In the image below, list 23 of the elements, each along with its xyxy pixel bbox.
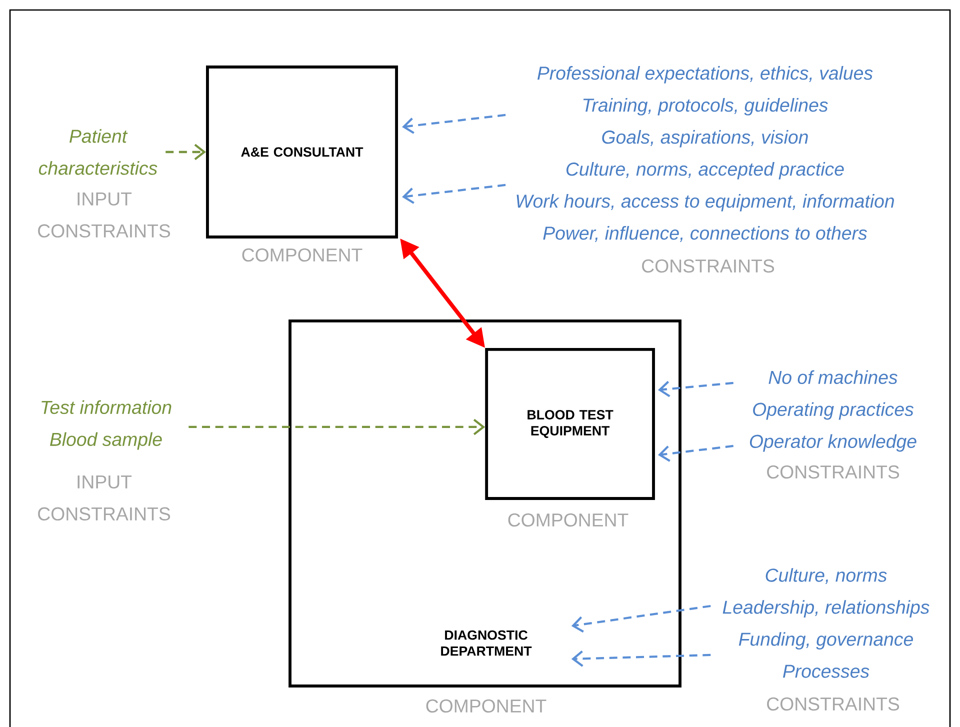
arrow	[658, 380, 734, 398]
arrow	[571, 650, 711, 667]
category-label: CONSTRAINTS	[642, 259, 774, 273]
arrow	[658, 444, 734, 462]
category-label: COMPONENT	[508, 513, 628, 527]
arrow	[571, 604, 711, 633]
arrow	[402, 184, 506, 204]
category-label: COMPONENT	[426, 699, 546, 713]
constraints-text: Professional expectations, ethics, values Training, protocols, guidelines Goals, aspirations, vision Culture, norms, accepted practice Work hours, access to equipment, information Power, influence, connections to others	[516, 66, 894, 242]
arrow	[402, 114, 506, 134]
arrow	[188, 418, 486, 436]
category-label: COMPONENT	[242, 248, 362, 262]
input-text: Patient characteristics	[38, 129, 158, 175]
component-box: BLOOD TEST EQUIPMENT	[485, 348, 655, 500]
arrow	[166, 144, 206, 160]
category-label: CONSTRAINTS	[767, 697, 900, 711]
component-box: A&E CONSULTANT	[206, 66, 398, 238]
category-label: INPUT CONSTRAINTS	[38, 192, 170, 238]
input-text: Test information Blood sample	[42, 400, 172, 450]
category-label: INPUT CONSTRAINTS	[38, 475, 170, 520]
constraints-text: Culture, norms Leadership, relationships Funding, governance Processes	[722, 568, 930, 678]
constraints-text: No of machines Operating practices Operator knowledge	[750, 370, 916, 452]
category-label: CONSTRAINTS	[767, 465, 900, 479]
